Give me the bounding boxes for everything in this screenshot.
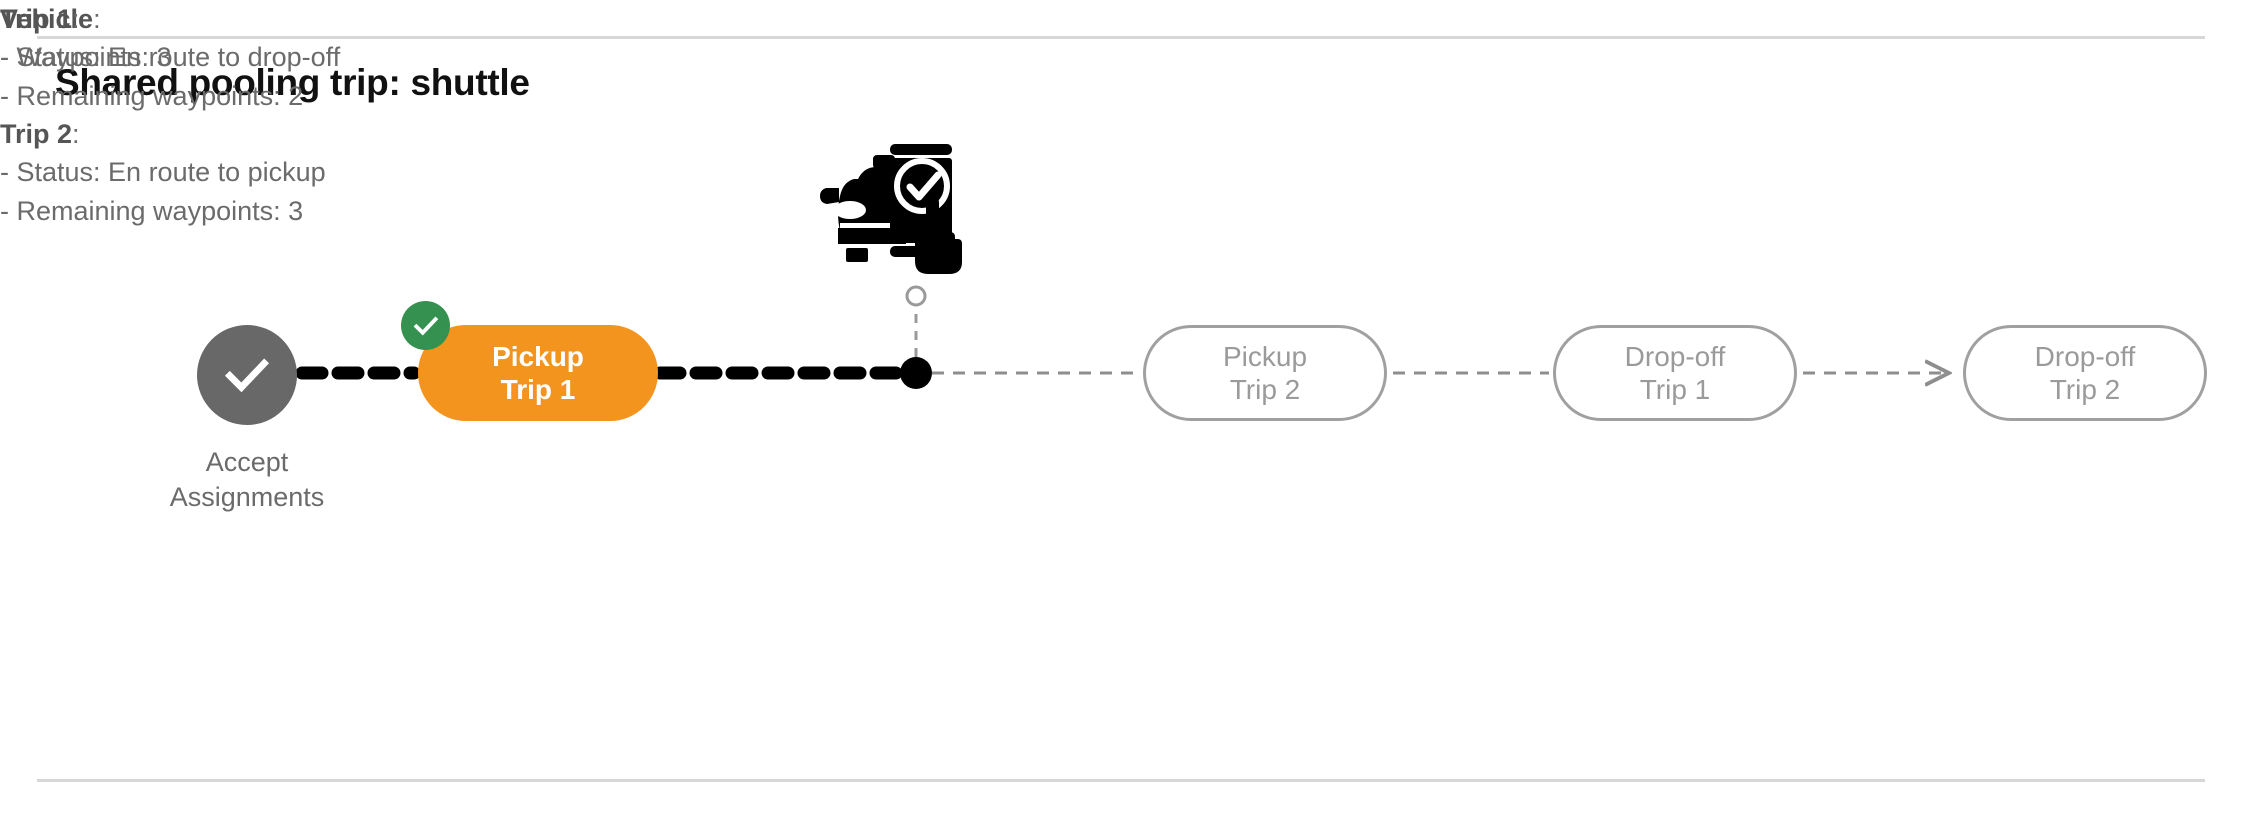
node-accept-assignments[interactable] [197, 325, 297, 425]
callout-trip1-line-0: - Status: En route to drop-off [0, 42, 341, 73]
pickup-trip-1-line1: Pickup [492, 340, 584, 372]
callout-trip2-heading-text: Trip 2 [0, 118, 73, 149]
dropoff-trip-2-line1: Drop-off [2034, 340, 2136, 372]
accept-label-line2: Assignments [169, 481, 325, 512]
callout-vehicle-line-0: - Waypoints: 3 [0, 42, 172, 73]
check-circle-icon [224, 358, 270, 393]
callout-vehicle: Vehicle: - Waypoints: 3 [0, 0, 172, 77]
callout-trip1-line-1: - Remaining waypoints: 2 [0, 80, 304, 111]
callout-trip2-heading-suffix: : [72, 118, 80, 149]
node-dropoff-trip-1[interactable]: Drop-off Trip 1 [1553, 325, 1797, 421]
node-pickup-trip-1[interactable]: Pickup Trip 1 [418, 325, 658, 421]
callout-trip1-heading: Trip 1: [0, 0, 340, 38]
vehicle-position-dot [900, 357, 932, 389]
page-title: Shared pooling trip: shuttle [55, 62, 530, 103]
car-phone-check-icon [818, 122, 968, 274]
node-dropoff-trip-2[interactable]: Drop-off Trip 2 [1963, 325, 2207, 421]
divider-top [37, 36, 2205, 39]
callout-trip2-line-1: - Remaining waypoints: 3 [0, 195, 304, 226]
pickup-trip-1-line2: Trip 1 [500, 374, 576, 405]
completed-check-badge [401, 301, 450, 350]
vehicle-anchor-ring [905, 285, 927, 307]
callout-trip2-heading: Trip 2: [0, 115, 340, 153]
dropoff-trip-1-line1: Drop-off [1624, 340, 1726, 372]
callout-vehicle-heading: Vehicle: [0, 0, 172, 38]
node-accept-assignments-label: Accept Assignments [120, 445, 374, 514]
callout-trip1-heading-suffix: : [72, 4, 80, 34]
divider-bottom [37, 779, 2205, 782]
pickup-trip-2-line1: Pickup [1222, 340, 1308, 372]
callout-vehicle-heading-text: Vehicle [0, 4, 94, 34]
callout-trip2-line-0: - Status: En route to pickup [0, 157, 326, 188]
dropoff-trip-2-line2: Trip 2 [2049, 374, 2121, 405]
node-pickup-trip-2[interactable]: Pickup Trip 2 [1143, 325, 1387, 421]
callout-trips: Trip 1: - Status: En route to drop-off -… [0, 0, 340, 230]
pickup-trip-2-line2: Trip 2 [1229, 374, 1301, 405]
accept-label-line1: Accept [205, 447, 289, 477]
callout-trip1-heading-text: Trip 1 [0, 4, 73, 34]
check-icon [413, 316, 438, 336]
dropoff-trip-1-line2: Trip 1 [1639, 374, 1711, 405]
callout-vehicle-heading-suffix: : [93, 4, 101, 34]
